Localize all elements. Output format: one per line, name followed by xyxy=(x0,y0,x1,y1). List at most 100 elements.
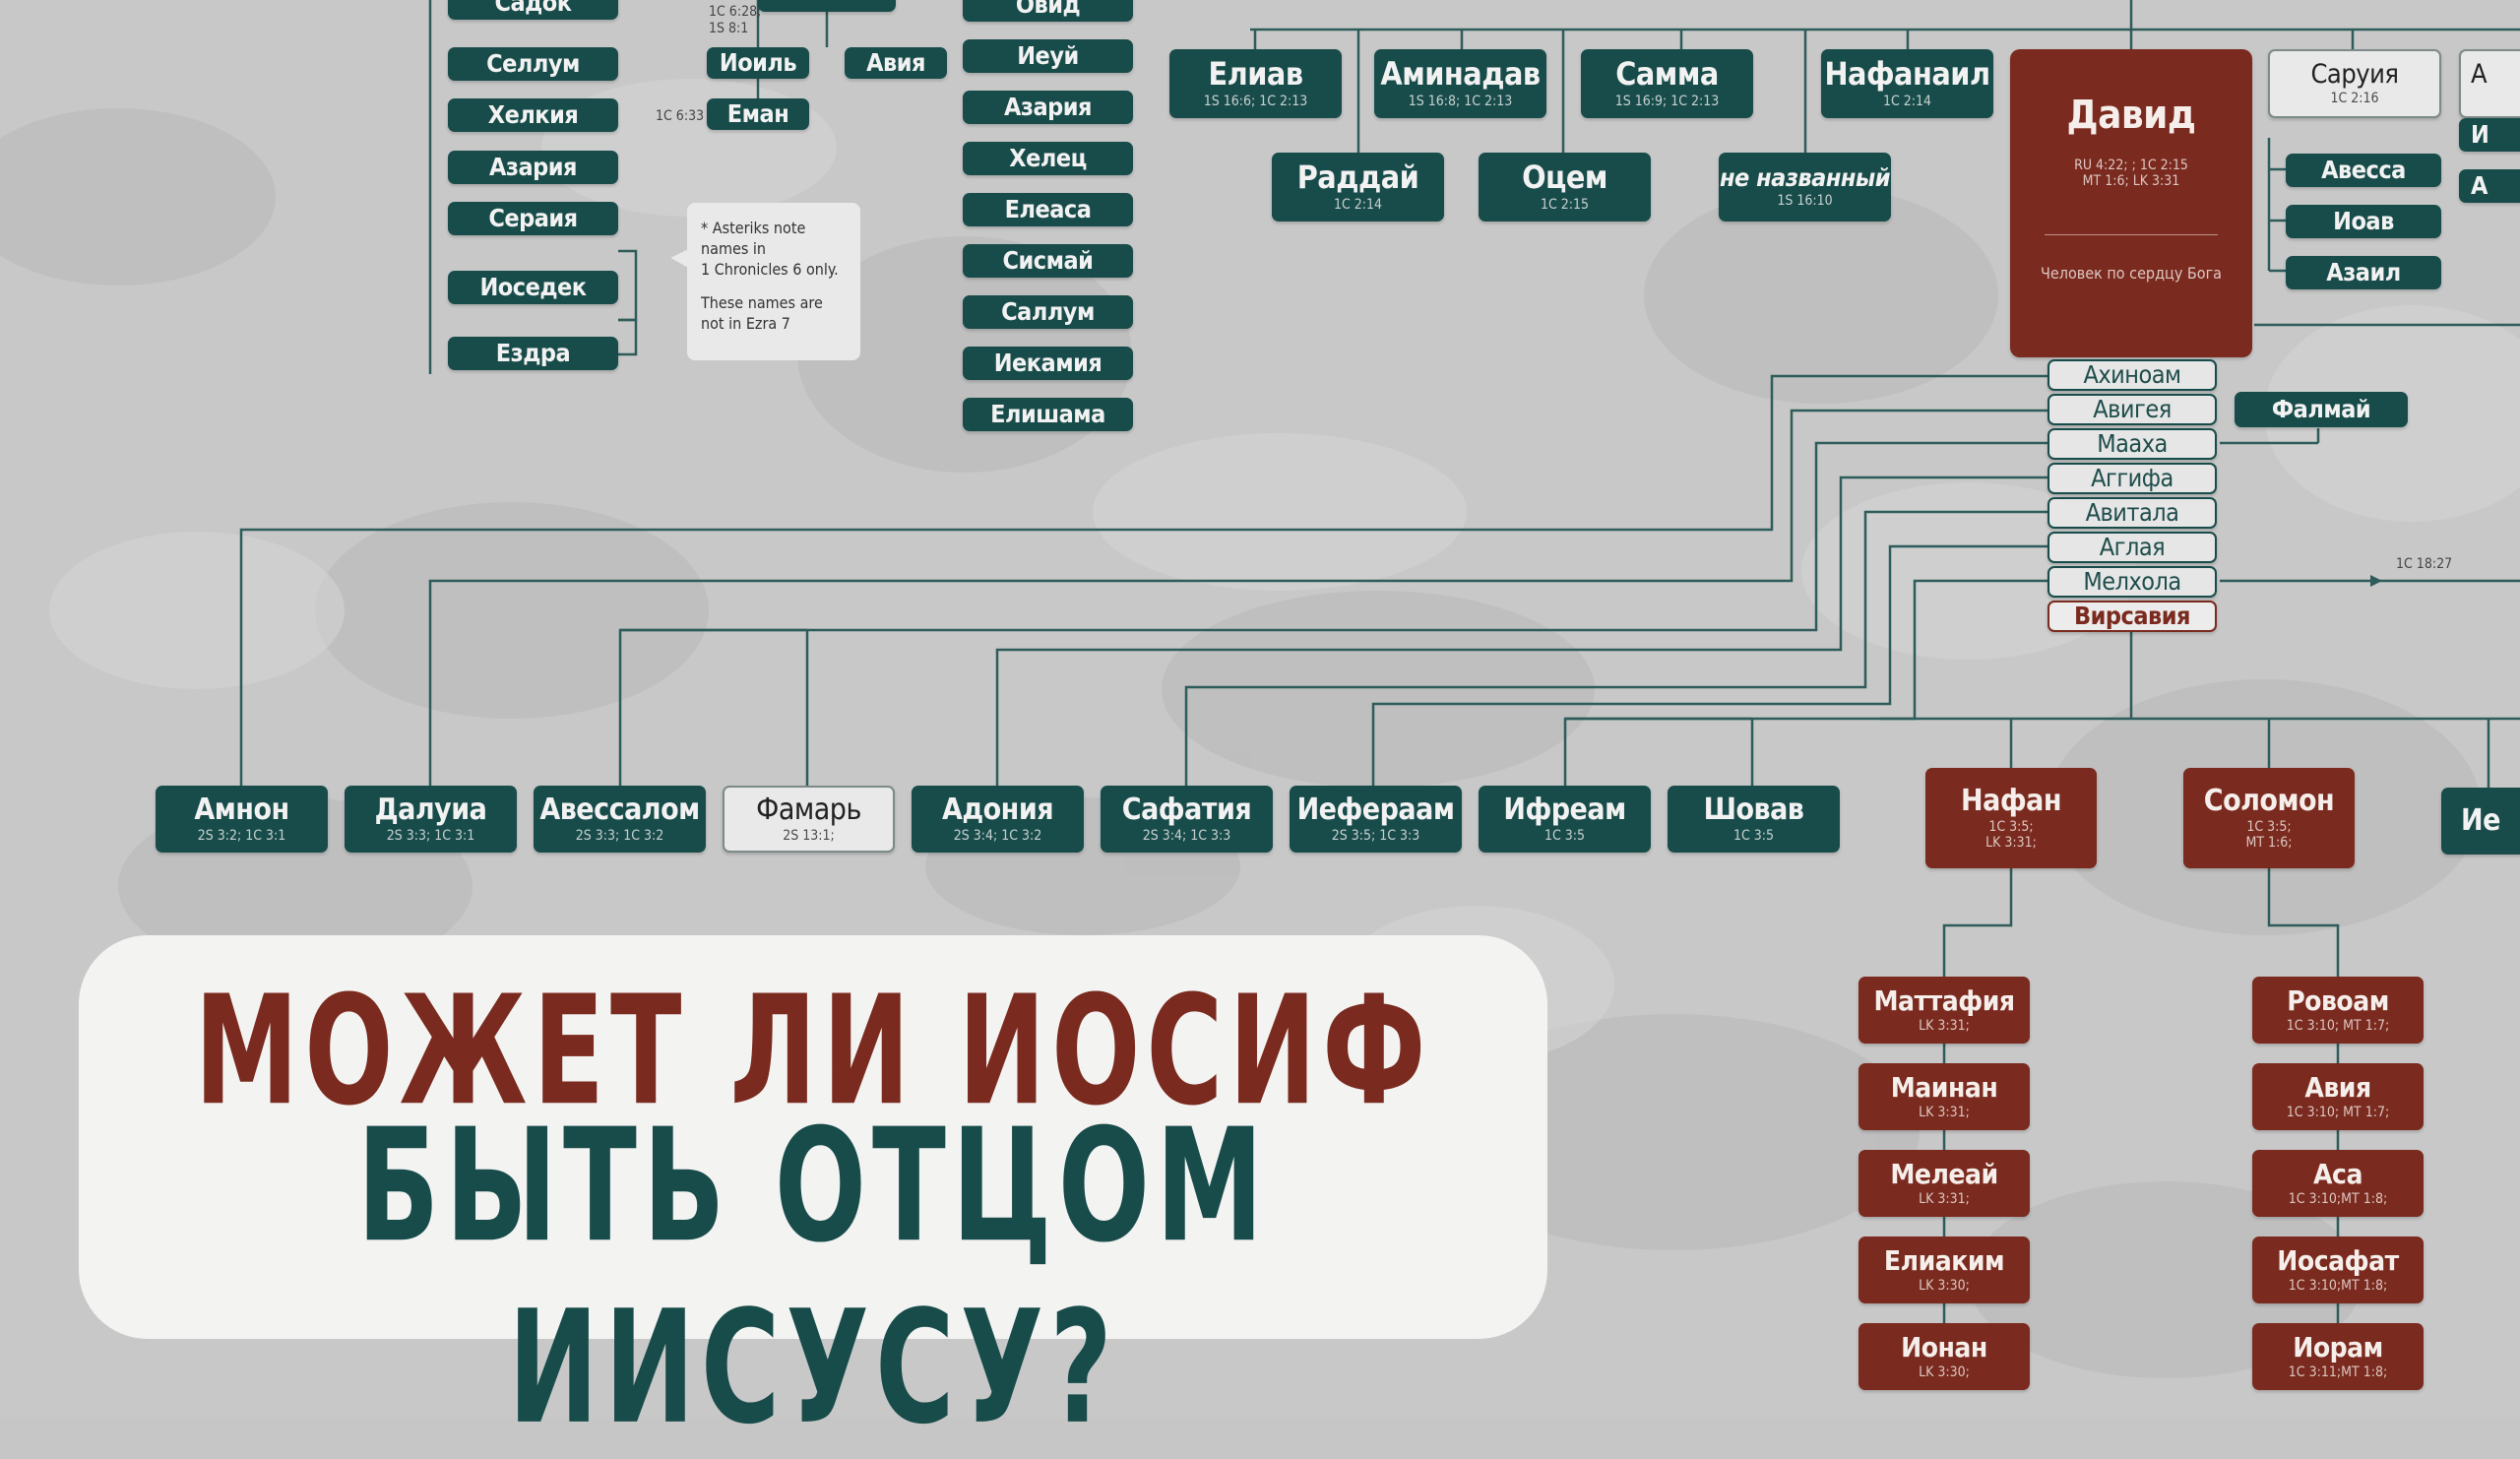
node-right-edge-top[interactable]: А xyxy=(2459,49,2520,118)
node-ioil[interactable]: Иоиль xyxy=(707,47,809,79)
nephew-1[interactable]: Иоав xyxy=(2286,205,2441,238)
node-aviya-small[interactable]: Авия xyxy=(845,47,947,79)
solomon-line-1-ref: 1C 3:10; MT 1:7; xyxy=(2286,1104,2390,1120)
wife-1[interactable]: Авигея xyxy=(2048,394,2217,425)
mid-node-8[interactable]: Елишама xyxy=(963,398,1133,431)
nephew-0-label: Авесса xyxy=(2321,155,2406,184)
nephew-0[interactable]: Авесса xyxy=(2286,154,2441,187)
solomon-line-3-label: Иосафат xyxy=(2277,1244,2399,1278)
mid-node-3[interactable]: Хелец xyxy=(963,142,1133,175)
ref-eman: 1C 6:33 xyxy=(656,108,705,124)
node-right-edge-son[interactable]: Ие xyxy=(2441,788,2520,855)
node-right-edge-mid2[interactable]: А xyxy=(2459,169,2520,203)
node-right-edge-mid1[interactable]: И xyxy=(2459,118,2520,152)
nephew-2[interactable]: Азаил xyxy=(2286,256,2441,289)
left-node-0[interactable]: Садок xyxy=(448,0,618,20)
node-saruia[interactable]: Саруия 1C 2:16 xyxy=(2268,49,2441,118)
mid-node-7-label: Иекамия xyxy=(993,348,1102,377)
left-node-1[interactable]: Селлум xyxy=(448,47,618,81)
wife-6[interactable]: Мелхола xyxy=(2048,566,2217,598)
ref-1c-18-27: 1C 18:27 xyxy=(2396,556,2453,572)
mid-node-0-label: Овид xyxy=(1015,0,1081,19)
mid-node-4-label: Елеаса xyxy=(1004,194,1092,223)
node-falmai[interactable]: Фалмай xyxy=(2235,392,2408,427)
nephew-2-label: Азаил xyxy=(2326,257,2401,286)
wife-3-label: Аггифа xyxy=(2091,463,2174,492)
nephew-1-label: Иоав xyxy=(2333,206,2394,235)
brother-4-ref: 1C 2:14 xyxy=(1333,196,1383,213)
node-eman[interactable]: Еман xyxy=(707,98,809,130)
left-node-2[interactable]: Хелкия xyxy=(448,98,618,132)
son-1-ref: 2S 3:3; 1C 3:1 xyxy=(386,827,475,844)
left-node-6-label: Ездра xyxy=(495,338,571,367)
mid-node-0[interactable]: Овид xyxy=(963,0,1133,22)
wife-7-label: Вирсавия xyxy=(2074,601,2190,630)
son-5-label: Сафатия xyxy=(1121,793,1252,828)
title-line-1: МОЖЕТ ЛИ ИОСИФ xyxy=(194,962,1432,1139)
mid-node-7[interactable]: Иекамия xyxy=(963,347,1133,380)
wife-7[interactable]: Вирсавия xyxy=(2048,601,2217,632)
left-node-2-label: Хелкия xyxy=(487,99,579,129)
son-3-ref: 2S 13:1; xyxy=(783,827,835,844)
left-node-6[interactable]: Ездра xyxy=(448,337,618,370)
son-2-label: Авессалом xyxy=(539,793,700,828)
left-node-0-label: Садок xyxy=(494,0,572,17)
nathan-line-3-label: Елиаким xyxy=(1883,1244,2005,1278)
mid-node-5[interactable]: Сисмай xyxy=(963,244,1133,278)
mid-node-1[interactable]: Иеуй xyxy=(963,39,1133,73)
brother-6-label: не названный xyxy=(1720,162,1891,192)
wife-1-label: Авигея xyxy=(2093,394,2172,423)
brother-0-ref: 1S 16:6; 1C 2:13 xyxy=(1203,93,1308,109)
solomon-line-0-label: Ровоам xyxy=(2287,984,2389,1018)
node-solomon[interactable]: Соломон 1C 3:5; MT 1:6; xyxy=(2183,768,2355,868)
wife-6-label: Мелхола xyxy=(2083,566,2181,596)
nathan-line-2-label: Мелеай xyxy=(1890,1158,1998,1191)
son-8-ref: 1C 3:5 xyxy=(1732,827,1775,844)
wife-4[interactable]: Авитала xyxy=(2048,497,2217,529)
wife-2[interactable]: Мааха xyxy=(2048,428,2217,460)
tree-connector-lines xyxy=(239,0,2520,1323)
mid-node-4[interactable]: Елеаса xyxy=(963,193,1133,226)
node-david[interactable]: Давид RU 4:22; ; 1C 2:15 MT 1:6; LK 3:31… xyxy=(2010,49,2252,357)
title-card: МОЖЕТ ЛИ ИОСИФ БЫТЬ ОТЦОМ ИИСУСУ? xyxy=(79,935,1547,1459)
left-node-3[interactable]: Азария xyxy=(448,151,618,184)
nathan-line-3-ref: LK 3:30; xyxy=(1919,1277,1970,1294)
node-nathan[interactable]: Нафан 1C 3:5; LK 3:31; xyxy=(1925,768,2097,868)
left-node-4[interactable]: Сераия xyxy=(448,202,618,235)
left-node-1-label: Селлум xyxy=(486,48,580,78)
wife-3[interactable]: Аггифа xyxy=(2048,463,2217,494)
wife-5[interactable]: Аглая xyxy=(2048,532,2217,563)
mid-node-6[interactable]: Саллум xyxy=(963,295,1133,329)
nathan-line-4-label: Ионан xyxy=(1901,1331,1987,1364)
mid-node-2[interactable]: Азария xyxy=(963,91,1133,124)
brother-6-ref: 1S 16:10 xyxy=(1777,193,1833,210)
left-node-5[interactable]: Иоседек xyxy=(448,271,618,304)
wife-0[interactable]: Ахиноам xyxy=(2048,359,2217,391)
